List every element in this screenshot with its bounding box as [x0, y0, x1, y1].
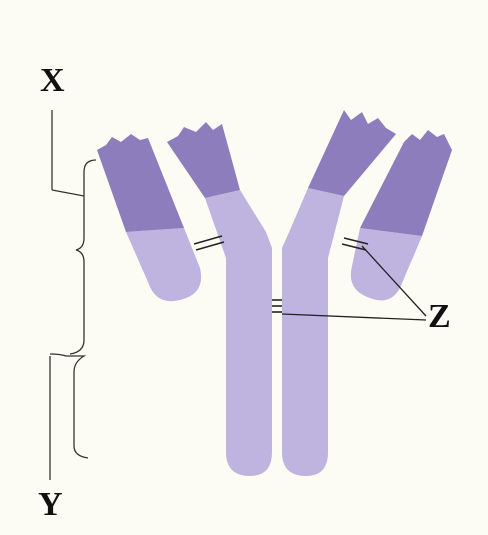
- fab-brace: [70, 160, 96, 354]
- disulfide-bonds: [194, 236, 368, 312]
- disulfide-bond-left-light-heavy-1: [194, 236, 222, 244]
- light-chain-left-constant: [126, 228, 201, 301]
- heavy-chain-left-constant: [205, 190, 272, 476]
- disulfide-bond-left-light-heavy-2: [196, 242, 224, 250]
- x-leader-to-brace: [52, 190, 84, 196]
- label-z: Z: [428, 300, 451, 334]
- heavy-chain-left-variable: [167, 122, 240, 198]
- heavy-chain-right-variable: [308, 110, 396, 196]
- label-y: Y: [38, 488, 63, 522]
- label-x: X: [40, 64, 65, 98]
- light-chain-left-variable: [97, 134, 184, 232]
- heavy-chain-right-constant: [282, 188, 344, 476]
- braces: [50, 110, 96, 480]
- light-chain-right-constant: [351, 228, 422, 300]
- fc-brace: [50, 354, 88, 458]
